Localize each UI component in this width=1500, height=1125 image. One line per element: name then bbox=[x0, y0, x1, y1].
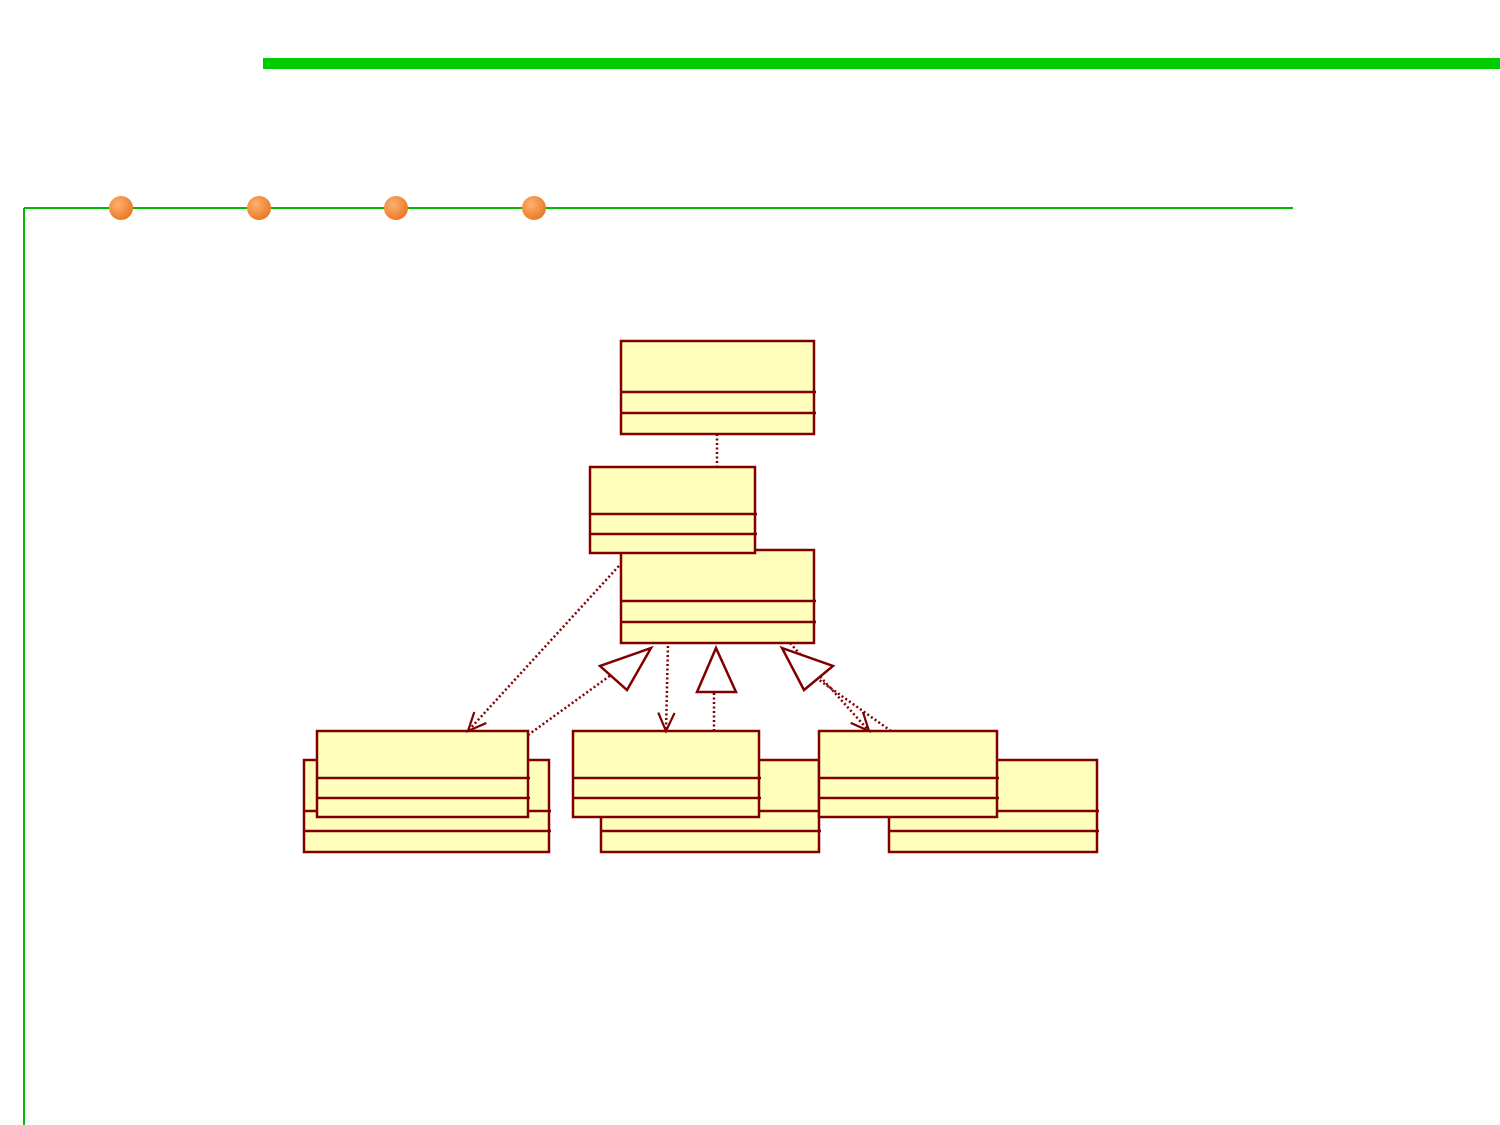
relation-middle-to-left bbox=[467, 555, 629, 732]
bottom-center-front-class bbox=[571, 729, 761, 819]
middle-to-center-open-arrowhead bbox=[657, 712, 676, 734]
middle-to-right-open-arrowhead bbox=[850, 711, 871, 734]
middle-back-class bbox=[619, 548, 816, 645]
bottom-center-front-class-box bbox=[571, 729, 761, 819]
top-class bbox=[619, 339, 816, 436]
classes-layer bbox=[302, 339, 1099, 854]
arrowheads-layer bbox=[466, 644, 871, 734]
bullet-row bbox=[109, 196, 546, 220]
top-class-box bbox=[619, 339, 816, 436]
middle-back-class-box bbox=[619, 548, 816, 645]
bullet-dot-1 bbox=[109, 196, 133, 220]
middle-front-class-box bbox=[588, 465, 757, 555]
relation-middle-to-center bbox=[664, 555, 672, 732]
left-realizes-hollow-triangle bbox=[597, 645, 654, 692]
right-realizes-line bbox=[814, 675, 892, 733]
right-realizes-hollow-triangle bbox=[779, 645, 836, 692]
middle-front-class bbox=[588, 465, 757, 555]
relation-left-realizes bbox=[527, 673, 612, 737]
middle-to-center-line bbox=[664, 555, 672, 732]
middle-to-left-line bbox=[467, 555, 629, 732]
left-realizes-line bbox=[527, 673, 612, 737]
uml-diagram bbox=[302, 339, 1099, 854]
bottom-left-front-class-box bbox=[315, 729, 530, 819]
bullet-dot-2 bbox=[247, 196, 271, 220]
middle-to-left-open-arrowhead bbox=[466, 711, 487, 733]
title-bar bbox=[263, 58, 1500, 69]
center-realizes-hollow-triangle bbox=[695, 644, 738, 694]
bottom-right-front-class-box bbox=[817, 729, 999, 819]
bullet-dot-4 bbox=[522, 196, 546, 220]
bottom-left-front-class bbox=[315, 729, 530, 819]
bottom-right-front-class bbox=[817, 729, 999, 819]
bullet-dot-3 bbox=[384, 196, 408, 220]
relation-right-realizes bbox=[814, 675, 892, 733]
